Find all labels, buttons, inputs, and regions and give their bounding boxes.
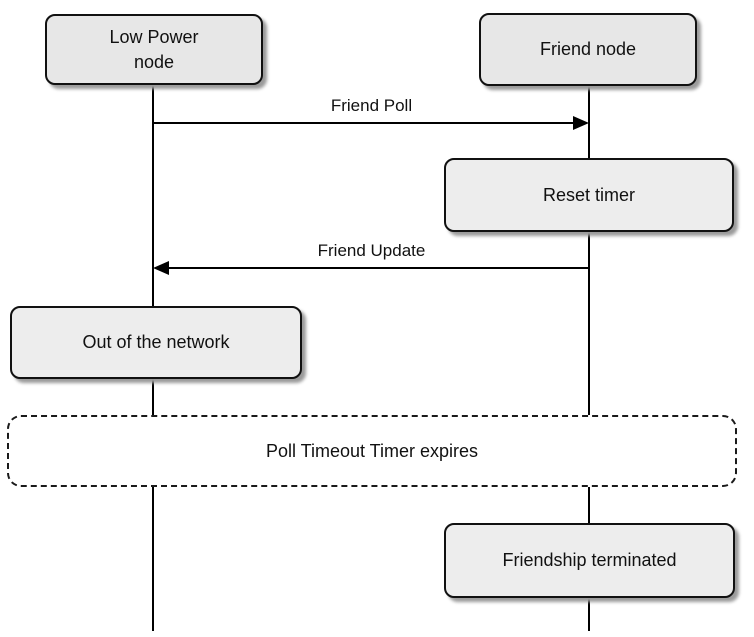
message-label-friend-poll: Friend Poll (330, 96, 413, 115)
state-box-out-of-the-network: Out of the network (10, 306, 302, 379)
lifeline-friend-node (588, 86, 590, 631)
actor-box-friend-node: Friend node (479, 13, 697, 86)
state-label-out-of-the-network: Out of the network (82, 332, 230, 352)
arrowhead-right-icon (573, 116, 589, 130)
state-label-friendship-terminated: Friendship terminated (502, 550, 677, 570)
actor-label-friend-node: Friend node (539, 39, 637, 59)
arrowhead-left-icon (153, 261, 169, 275)
message-line-friend-update (165, 267, 589, 269)
message-label-friend-update: Friend Update (317, 241, 426, 260)
state-box-reset-timer: Reset timer (444, 158, 734, 232)
actor-label-low-power-node: Low Power node (109, 26, 199, 72)
message-line-friend-poll (153, 122, 577, 124)
actor-box-low-power-node: Low Power node (45, 14, 263, 85)
note-box-poll-timeout-timer-expires: Poll Timeout Timer expires (7, 415, 737, 487)
note-label-poll-timeout-timer-expires: Poll Timeout Timer expires (265, 440, 479, 461)
state-box-friendship-terminated: Friendship terminated (444, 523, 735, 598)
state-label-reset-timer: Reset timer (542, 184, 636, 205)
